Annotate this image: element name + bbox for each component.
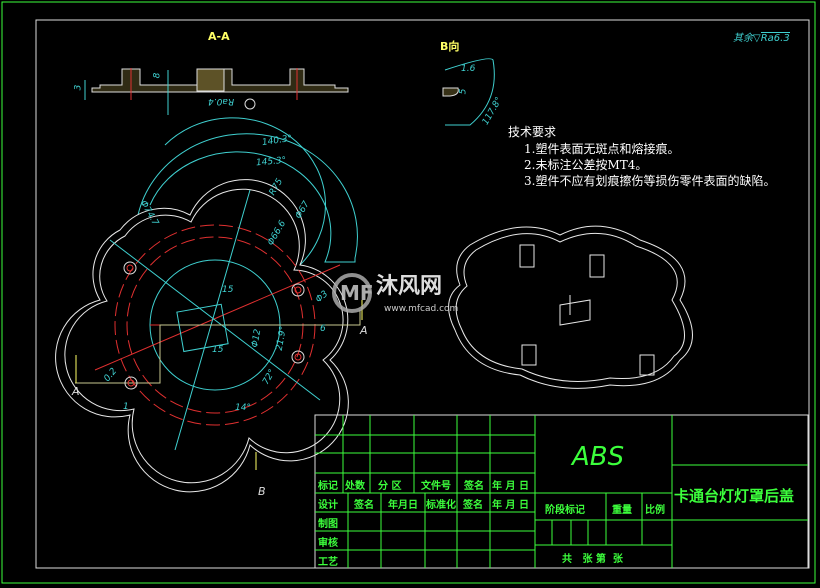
section-roughness: Ra0.4	[208, 96, 235, 106]
isometric-view	[448, 225, 693, 389]
surface-finish-value: Ra6.3	[760, 32, 790, 44]
tech-requirement-item: 2.未标注公差按MT4。	[524, 158, 648, 172]
tech-requirement-item: 1.塑件表面无斑点和熔接痕。	[524, 142, 680, 156]
view-b-label: B向	[440, 40, 460, 53]
dim-label: 15	[222, 285, 234, 295]
label-stage-mark: 阶段标记	[545, 505, 585, 516]
view-mark-b: B	[258, 485, 266, 498]
surface-finish-prefix: 其余	[733, 33, 753, 44]
dim-label: 8	[152, 72, 163, 79]
dim-label: 14°	[235, 403, 251, 413]
dim-label: 5	[458, 88, 469, 95]
view-b	[442, 58, 495, 126]
dim-label: 15	[212, 345, 224, 355]
svg-text:MF: MF	[340, 281, 374, 305]
label-doc-no: 文件号	[421, 481, 451, 492]
dim-label: 6	[320, 324, 326, 334]
label-zone: 分 区	[378, 481, 402, 492]
material: ABS	[572, 442, 625, 472]
watermark-url: www.mfcad.com	[384, 304, 459, 314]
watermark-brand: 沐风网	[376, 274, 443, 299]
title-block-grid	[314, 414, 809, 569]
label-signature: 签名	[354, 500, 374, 511]
label-signature: 签名	[463, 500, 483, 511]
label-review: 审核	[318, 538, 338, 549]
tech-requirements-title: 技术要求	[508, 125, 557, 139]
section-label: A-A	[208, 30, 230, 43]
label-design: 设计	[318, 500, 338, 511]
tech-requirement-item: 3.塑件不应有划痕擦伤等损伤零件表面的缺陷。	[524, 174, 776, 188]
label-process: 工艺	[318, 557, 338, 568]
dim-label: 1.6	[461, 64, 476, 74]
roughness-icon: ▽	[753, 33, 761, 44]
label-weight: 重量	[612, 505, 632, 516]
dim-label: 3	[73, 84, 84, 91]
label-signature: 签名	[464, 481, 484, 492]
label-date: 年月日	[388, 500, 418, 511]
surface-finish: 其余▽Ra6.3	[733, 32, 790, 44]
watermark-logo: MF	[332, 273, 374, 313]
label-date: 年 月 日	[492, 481, 529, 492]
label-date: 年 月 日	[492, 500, 529, 511]
section-mark-left: A	[72, 385, 80, 398]
top-view	[55, 117, 363, 493]
label-scale: 比例	[645, 505, 665, 516]
section-mark-right: A	[360, 324, 368, 337]
dim-label: 1	[123, 402, 129, 412]
label-drafting: 制图	[318, 519, 338, 530]
label-mark: 标记	[318, 481, 338, 492]
label-count: 处数	[345, 481, 365, 492]
label-sheets: 共 张 第 张	[562, 554, 623, 565]
section-view-aa	[84, 68, 349, 115]
part-name: 卡通台灯灯罩后盖	[674, 487, 795, 505]
label-standardization: 标准化	[426, 500, 456, 511]
